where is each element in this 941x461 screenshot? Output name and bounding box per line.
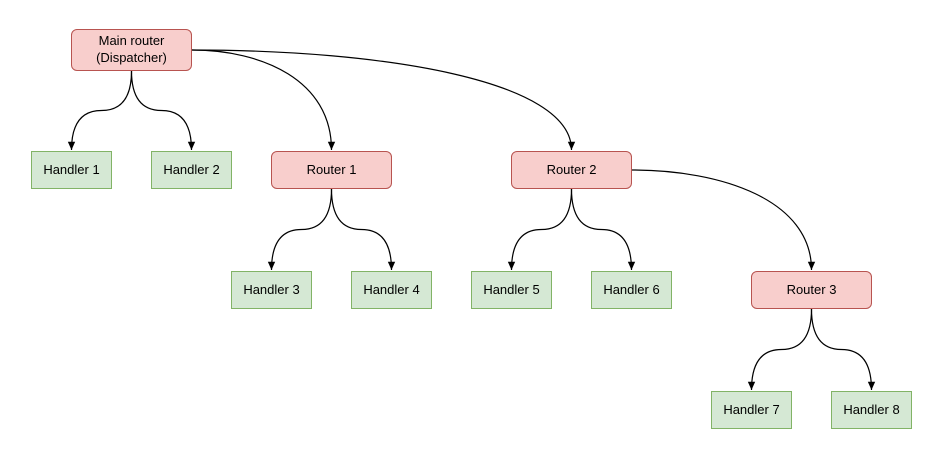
node-main-router: Main router(Dispatcher) (71, 29, 192, 71)
edge-router-1-to-handler-4 (330, 188, 396, 271)
edge-main-router-to-handler-2 (130, 70, 196, 151)
edge-router-2-to-router-3 (631, 169, 816, 271)
node-label: Handler 2 (163, 161, 220, 177)
node-label: Handler 7 (723, 401, 780, 417)
node-label: (Dispatcher) (96, 50, 167, 65)
node-handler-7: Handler 7 (711, 391, 792, 429)
edge-router-3-to-handler-8 (810, 308, 876, 391)
node-handler-4: Handler 4 (351, 271, 432, 309)
node-handler-6: Handler 6 (591, 271, 672, 309)
node-label: Handler 1 (43, 161, 100, 177)
node-handler-2: Handler 2 (151, 151, 232, 189)
edge-main-router-to-handler-1 (67, 70, 133, 151)
node-handler-5: Handler 5 (471, 271, 552, 309)
node-label: Handler 5 (483, 281, 540, 297)
node-label: Handler 4 (363, 281, 420, 297)
node-router-1: Router 1 (271, 151, 392, 189)
node-handler-1: Handler 1 (31, 151, 112, 189)
node-router-2: Router 2 (511, 151, 632, 189)
node-label: Handler 3 (243, 281, 300, 297)
node-label: Router 1 (306, 161, 357, 177)
node-handler-3: Handler 3 (231, 271, 312, 309)
node-label: Handler 6 (603, 281, 660, 297)
edge-router-2-to-handler-5 (507, 188, 573, 271)
edge-router-2-to-handler-6 (570, 188, 636, 271)
node-handler-8: Handler 8 (831, 391, 912, 429)
edge-main-router-to-router-1 (191, 49, 336, 151)
node-label: Main router (98, 33, 165, 49)
node-label: Router 2 (546, 161, 597, 177)
edge-main-router-to-router-2 (191, 49, 576, 151)
node-router-3: Router 3 (751, 271, 872, 309)
node-label: Router 3 (786, 281, 837, 297)
edge-router-1-to-handler-3 (267, 188, 333, 271)
node-label: Handler 8 (843, 401, 900, 417)
edge-router-3-to-handler-7 (747, 308, 813, 391)
